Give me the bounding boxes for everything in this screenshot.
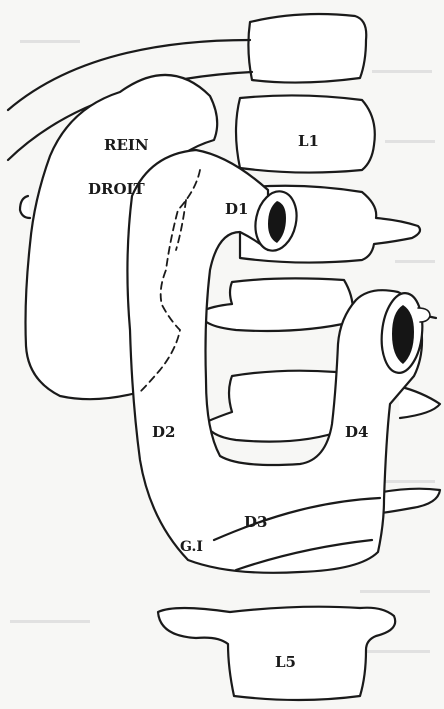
label-d3: D3 bbox=[244, 513, 267, 531]
label-l1: L1 bbox=[298, 132, 319, 150]
duodenum bbox=[127, 150, 430, 573]
label-gi: G.I bbox=[180, 539, 203, 555]
kidney-hilum-stub bbox=[20, 196, 30, 218]
vertebra-t12 bbox=[248, 14, 366, 83]
label-d1: D1 bbox=[225, 200, 248, 218]
label-rein: REIN bbox=[104, 136, 149, 154]
d4-tip bbox=[418, 308, 430, 322]
vertebra-l3 bbox=[200, 278, 353, 331]
label-l5: L5 bbox=[275, 653, 296, 671]
label-droit: DROIT bbox=[88, 180, 146, 198]
label-d2: D2 bbox=[152, 423, 175, 441]
transverse-process-l4-right bbox=[398, 386, 440, 418]
vertebra-l4 bbox=[206, 371, 346, 442]
label-d4: D4 bbox=[345, 423, 368, 441]
